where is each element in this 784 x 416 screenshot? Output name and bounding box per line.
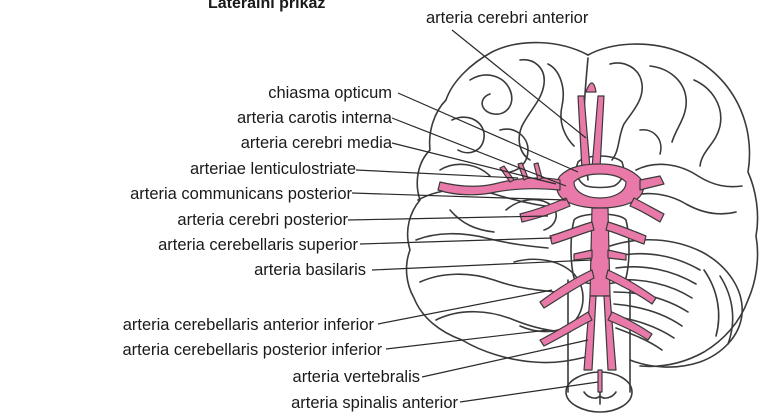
label-arteria-cerebri-anterior: arteria cerebri anterior [426, 10, 588, 27]
label-arteriae-lenticulostriate: arteriae lenticulostriate [190, 161, 356, 178]
label-arteria-vertebralis: arteria vertebralis [293, 369, 420, 386]
diagram-title: Lateralni prikaz [208, 0, 325, 12]
label-arteria-carotis-interna: arteria carotis interna [237, 110, 392, 127]
label-arteria-cerebri-posterior: arteria cerebri posterior [177, 212, 348, 229]
label-arteria-cerebellaris-posterior-inferior: arteria cerebellaris posterior inferior [122, 342, 382, 359]
label-arteria-communicans-posterior: arteria communicans posterior [130, 186, 352, 203]
label-arteria-basilaris: arteria basilaris [254, 262, 366, 279]
label-arteria-cerebellaris-anterior-inferior: arteria cerebellaris anterior inferior [123, 317, 374, 334]
label-arteria-cerebri-media: arteria cerebri media [241, 135, 392, 152]
label-arteria-cerebellaris-superior: arteria cerebellaris superior [158, 237, 358, 254]
label-arteria-spinalis-anterior: arteria spinalis anterior [291, 395, 458, 412]
label-chiasma-opticum: chiasma opticum [268, 85, 392, 102]
